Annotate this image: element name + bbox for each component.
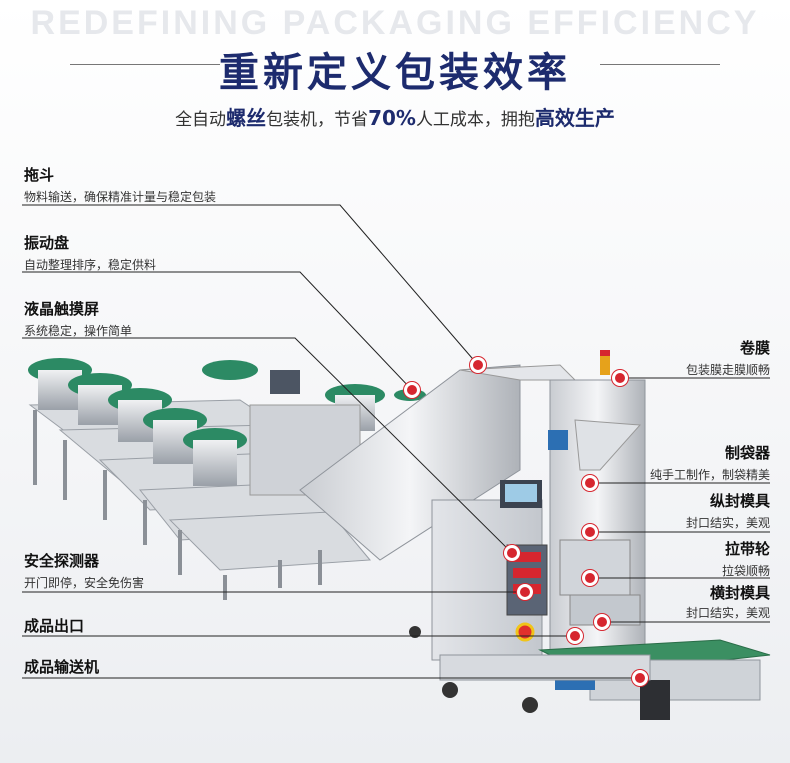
title-divider-right: [600, 64, 720, 65]
title-divider-left: [70, 64, 220, 65]
callout-marker-vertical-seal[interactable]: [582, 524, 598, 540]
motor: [548, 430, 568, 450]
label-vibration-bowl: 振动盘: [24, 234, 70, 252]
elevator-conveyor: [299, 364, 521, 561]
label-output: 成品出口: [24, 617, 85, 635]
desc-vibration-bowl: 自动整理排序，稳定供料: [24, 258, 157, 272]
small-screen: [270, 370, 300, 394]
warning-light: [600, 355, 610, 375]
callout-marker-output[interactable]: [567, 628, 583, 644]
desc-touch-screen: 系统稳定，操作简单: [24, 324, 133, 338]
subtitle-highlight: 70%: [368, 106, 416, 130]
desc-safety-detector: 开门即停，安全免伤害: [24, 576, 145, 590]
callout-marker-film-roll[interactable]: [612, 370, 628, 386]
desc-bag-former: 纯手工制作，制袋精美: [649, 468, 770, 482]
callout-marker-output-conveyor[interactable]: [632, 670, 648, 686]
label-touch-screen: 液晶触摸屏: [24, 300, 100, 318]
callout-marker-safety-detector[interactable]: [517, 584, 533, 600]
desc-horizontal-seal: 封口结实，美观: [685, 606, 770, 620]
label-hopper: 拖斗: [24, 166, 55, 184]
subtitle-highlight: 螺丝: [226, 106, 267, 130]
subtitle-highlight: 高效生产: [534, 106, 615, 130]
leader-lines: [22, 204, 770, 679]
label-bag-former: 制袋器: [724, 444, 770, 462]
wheel-icon: [409, 626, 421, 638]
label-pull-wheel: 拉带轮: [724, 540, 770, 558]
emergency-stop-icon: [515, 622, 535, 642]
background-slogan: REDEFINING PACKAGING EFFICIENCY: [30, 4, 760, 42]
bag-former: [574, 419, 642, 471]
subtitle: 全自动螺丝包装机，节省70%人工成本，拥抱高效生产: [0, 102, 790, 131]
label-film-roll: 卷膜: [739, 339, 770, 357]
label-output-conveyor: 成品输送机: [24, 658, 100, 676]
wheel-icon: [522, 697, 538, 713]
callout-marker-bag-former[interactable]: [582, 475, 598, 491]
desc-hopper: 物料输送，确保精准计量与稳定包装: [24, 190, 217, 204]
callout-marker-horizontal-seal[interactable]: [594, 614, 610, 630]
callout-marker-pull-wheel[interactable]: [582, 570, 598, 586]
callout-marker-vibration-bowl[interactable]: [404, 382, 420, 398]
desc-film-roll: 包装膜走膜顺畅: [685, 363, 770, 377]
label-vertical-seal: 纵封模具: [709, 492, 770, 510]
subtitle-part: 人工成本，拥抱: [415, 110, 535, 130]
subtitle-part: 包装机，节省: [266, 110, 369, 130]
callout-marker-touch-screen[interactable]: [504, 545, 520, 561]
desc-pull-wheel: 拉袋顺畅: [721, 564, 770, 578]
subtitle-part: 全自动: [175, 110, 227, 130]
wheel-icon: [442, 682, 458, 698]
table-legs: [33, 410, 322, 600]
page-title: 重新定义包装效率: [219, 50, 571, 96]
desc-vertical-seal: 封口结实，美观: [685, 516, 770, 530]
label-horizontal-seal: 横封模具: [709, 584, 770, 602]
callout-marker-hopper[interactable]: [470, 357, 486, 373]
label-safety-detector: 安全探测器: [24, 552, 100, 570]
